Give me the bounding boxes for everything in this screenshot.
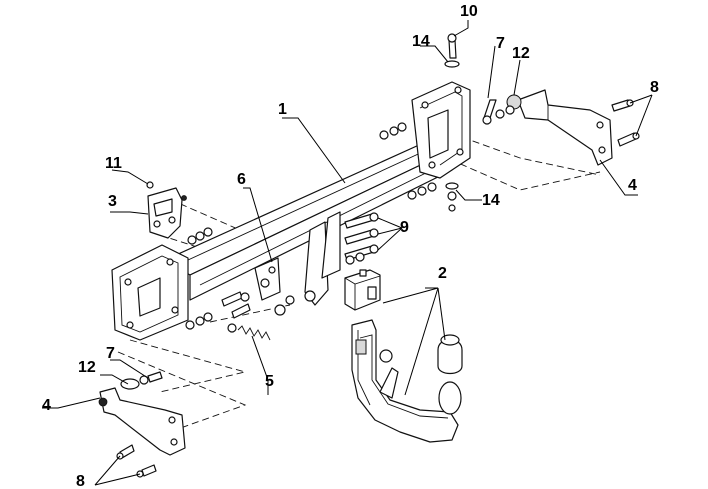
callout-1: 1 — [278, 101, 287, 118]
callout-labels: 1 2 3 4 4 5 6 7 7 8 8 9 10 11 12 12 14 1… — [42, 3, 659, 489]
callout-14-top: 14 — [412, 33, 430, 50]
leader-lines — [42, 20, 653, 486]
callout-12-left: 12 — [78, 359, 96, 376]
callout-7-left: 7 — [106, 345, 115, 362]
left-mounting-plate — [111, 244, 189, 341]
bracket-part-3 — [146, 181, 187, 239]
bolt-group-9 — [344, 212, 379, 265]
bolts-8-left — [116, 444, 157, 478]
right-mounting-plate — [411, 81, 471, 179]
center-brackets — [254, 211, 341, 306]
callout-5: 5 — [265, 373, 274, 390]
callout-12-right: 12 — [512, 45, 530, 62]
bolt-icon — [344, 228, 379, 245]
towball-ball — [437, 334, 463, 415]
callout-7-right: 7 — [496, 35, 505, 52]
callout-4-right: 4 — [628, 177, 637, 194]
bolt-7-right — [482, 99, 515, 125]
towball-housing — [344, 269, 381, 311]
bolts-8-right — [611, 99, 640, 147]
spring-part-5 — [227, 323, 271, 341]
bolt-10 — [444, 33, 460, 212]
callout-4-left: 4 — [42, 397, 51, 414]
callout-8-right: 8 — [650, 79, 659, 96]
callout-9: 9 — [400, 219, 409, 236]
side-bracket-right — [506, 89, 613, 166]
side-bracket-left — [98, 387, 186, 456]
nut-group-left — [185, 227, 213, 330]
callout-11: 11 — [105, 155, 122, 172]
callout-10: 10 — [460, 3, 478, 20]
callout-14-bottom: 14 — [482, 192, 500, 209]
towball-neck — [351, 319, 459, 443]
bolt-7-left — [120, 371, 163, 390]
callout-2: 2 — [438, 265, 447, 282]
callout-8-left: 8 — [76, 473, 85, 489]
callout-6: 6 — [237, 171, 246, 188]
center-bolts — [221, 291, 295, 319]
nut-group-right — [379, 122, 437, 200]
bolt-icon — [344, 212, 379, 229]
callout-3: 3 — [108, 193, 117, 210]
